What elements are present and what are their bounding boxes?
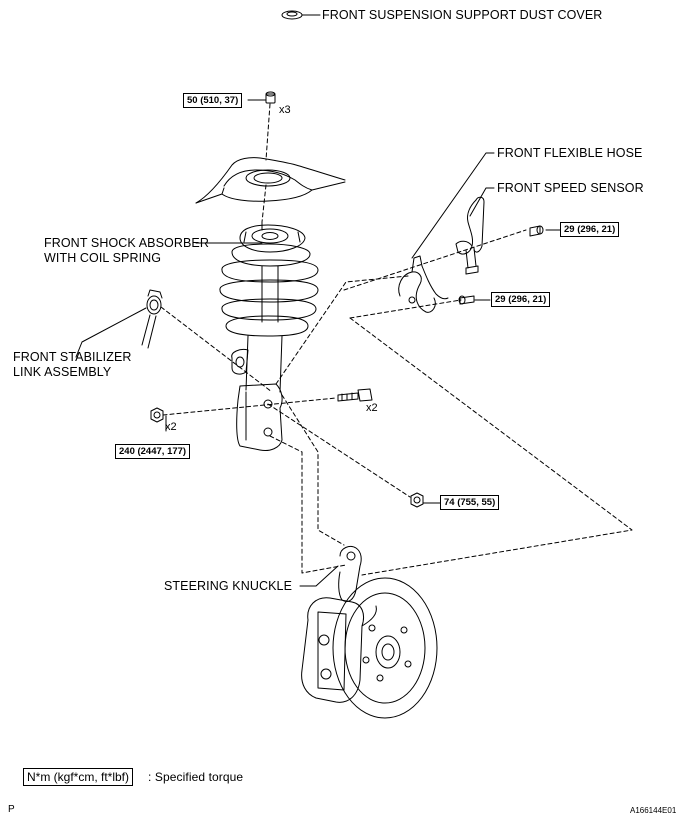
label-shock-absorber-line2: WITH COIL SPRING — [44, 251, 162, 265]
steering-knuckle-assembly — [301, 545, 438, 719]
torque-speed-sensor-bolt: 29 (296, 21) — [560, 222, 620, 237]
assembly-guide-lines — [160, 229, 633, 576]
flexible-hose-bracket — [398, 255, 449, 313]
speed-sensor-bolt — [529, 225, 561, 237]
legend-description: : Specified torque — [148, 770, 244, 784]
label-flexible-hose: FRONT FLEXIBLE HOSE — [497, 146, 643, 160]
torque-stabilizer-nut: 74 (755, 55) — [440, 495, 500, 510]
stabilizer-nut — [410, 492, 441, 508]
footer-left-mark: P — [8, 804, 15, 815]
leader-lines — [75, 152, 495, 587]
label-shock-absorber-line1: FRONT SHOCK ABSORBER — [44, 236, 209, 250]
knuckle-bolts — [337, 388, 373, 402]
legend-unit-box: N*m (kgf*cm, ft*lbf) — [23, 768, 134, 786]
figure-id: A166144E01 — [630, 806, 677, 815]
shock-absorber-assembly — [219, 221, 319, 451]
stabilizer-link — [141, 289, 163, 349]
speed-sensor — [455, 196, 485, 275]
label-dust-cover: FRONT SUSPENSION SUPPORT DUST COVER — [322, 8, 603, 22]
multiplier-knuckle-bolt: x2 — [366, 402, 378, 414]
label-speed-sensor: FRONT SPEED SENSOR — [497, 181, 644, 195]
top-nut — [247, 91, 276, 104]
torque-top-nut: 50 (510, 37) — [183, 93, 243, 108]
multiplier-top-nut: x3 — [279, 104, 291, 116]
torque-knuckle-nut: 240 (2447, 177) — [115, 444, 191, 459]
torque-hose-bolt: 29 (296, 21) — [491, 292, 551, 307]
hose-bracket-bolt — [458, 295, 491, 305]
dust-cover-icon — [281, 10, 321, 20]
multiplier-knuckle-nut: x2 — [165, 421, 177, 433]
label-steering-knuckle: STEERING KNUCKLE — [164, 579, 293, 593]
center-axis — [261, 103, 271, 223]
body-panel — [195, 157, 346, 204]
knuckle-nut — [150, 407, 164, 423]
label-stabilizer-line2: LINK ASSEMBLY — [13, 365, 112, 379]
label-stabilizer-line1: FRONT STABILIZER — [13, 350, 132, 364]
